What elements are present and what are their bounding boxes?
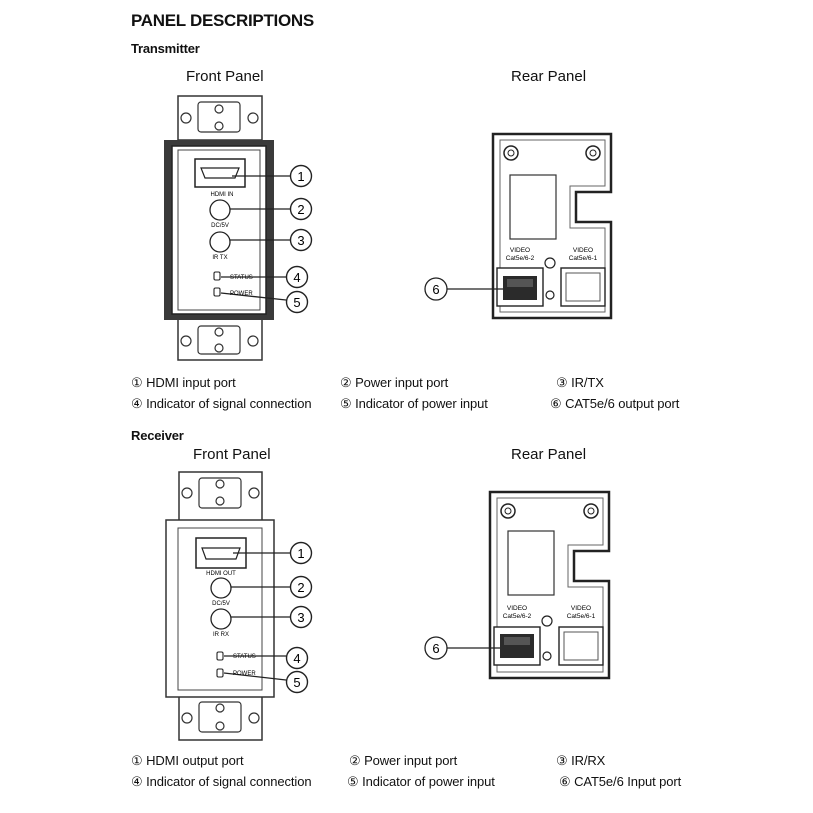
rx-desc-2: ② Power input port bbox=[349, 753, 458, 768]
tx-rear-left-top: VIDEO bbox=[510, 247, 530, 254]
transmitter-callout-6-circle bbox=[424, 277, 448, 301]
tx-desc-4: ④ Indicator of signal connection bbox=[131, 396, 312, 411]
transmitter-front-title: Front Panel bbox=[186, 68, 264, 85]
tx-desc-3: ③ IR/TX bbox=[556, 375, 604, 390]
rx-desc-5: ⑤ Indicator of power input bbox=[347, 774, 495, 789]
receiver-heading: Receiver bbox=[131, 428, 184, 443]
transmitter-rear-title: Rear Panel bbox=[511, 68, 587, 85]
tx-desc-5: ⑤ Indicator of power input bbox=[340, 396, 488, 411]
receiver-front-title: Front Panel bbox=[193, 446, 271, 463]
transmitter-front-callouts bbox=[285, 164, 313, 314]
rx-callout-6: 6 bbox=[432, 641, 439, 656]
tx-rear-right-bottom: Cat5e/6-1 bbox=[569, 255, 598, 262]
rx-callout-4: 4 bbox=[293, 651, 300, 666]
rx-desc-6: ⑥ CAT5e/6 Input port bbox=[559, 774, 682, 789]
transmitter-heading: Transmitter bbox=[131, 41, 200, 56]
rx-desc-4: ④ Indicator of signal connection bbox=[131, 774, 312, 789]
page-title: PANEL DESCRIPTIONS bbox=[131, 11, 314, 30]
tx-ir-label: IR TX bbox=[212, 255, 227, 261]
rx-dc-label: DC/5V bbox=[212, 601, 230, 607]
tx-power-label: POWER bbox=[230, 291, 253, 297]
receiver-callout-6-circle bbox=[424, 636, 448, 660]
receiver-front-panel bbox=[165, 471, 275, 741]
rx-rear-right-top: VIDEO bbox=[571, 605, 591, 612]
rx-callout-1: 1 bbox=[297, 546, 304, 561]
rx-ir-label: IR RX bbox=[213, 632, 229, 638]
receiver-front-callouts bbox=[285, 541, 313, 694]
receiver-rear-panel bbox=[488, 490, 611, 680]
rx-rear-left-bottom: Cat5e/6-2 bbox=[503, 613, 532, 620]
tx-callout-6: 6 bbox=[432, 282, 439, 297]
tx-callout-4: 4 bbox=[293, 270, 300, 285]
rx-callout-2: 2 bbox=[297, 580, 304, 595]
tx-desc-1: ① HDMI input port bbox=[131, 375, 236, 390]
rx-rear-left-top: VIDEO bbox=[507, 605, 527, 612]
tx-rear-right-top: VIDEO bbox=[573, 247, 593, 254]
rx-callout-5: 5 bbox=[293, 675, 300, 690]
tx-callout-5: 5 bbox=[293, 295, 300, 310]
tx-status-label: STATUS bbox=[230, 275, 253, 281]
tx-desc-6: ⑥ CAT5e/6 output port bbox=[550, 396, 680, 411]
transmitter-front-panel bbox=[164, 95, 274, 361]
rx-hdmi-label: HDMI OUT bbox=[206, 571, 236, 577]
transmitter-rear-panel bbox=[491, 132, 613, 320]
rx-desc-1: ① HDMI output port bbox=[131, 753, 244, 768]
tx-callout-3: 3 bbox=[297, 233, 304, 248]
tx-hdmi-label: HDMI IN bbox=[211, 192, 234, 198]
tx-dc-label: DC/5V bbox=[211, 223, 229, 229]
rx-rear-right-bottom: Cat5e/6-1 bbox=[567, 613, 596, 620]
tx-rear-left-bottom: Cat5e/6-2 bbox=[506, 255, 535, 262]
rx-status-label: STATUS bbox=[233, 654, 256, 660]
tx-callout-1: 1 bbox=[297, 169, 304, 184]
rx-power-label: POWER bbox=[233, 671, 256, 677]
rx-desc-3: ③ IR/RX bbox=[556, 753, 606, 768]
tx-desc-2: ② Power input port bbox=[340, 375, 449, 390]
receiver-rear-title: Rear Panel bbox=[511, 446, 587, 463]
rx-callout-3: 3 bbox=[297, 610, 304, 625]
tx-callout-2: 2 bbox=[297, 202, 304, 217]
